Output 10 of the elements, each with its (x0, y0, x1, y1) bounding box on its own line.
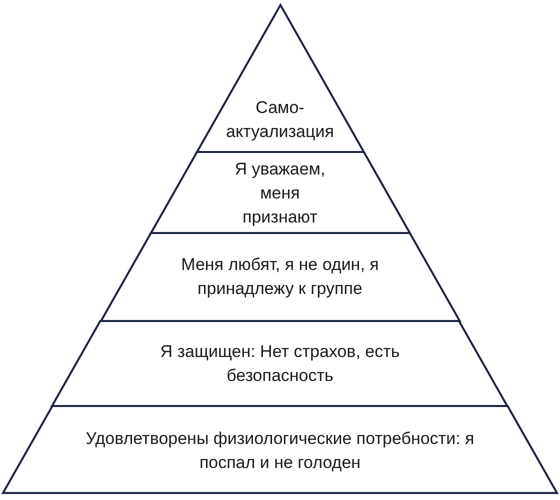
tier-text: Меня любят, я не один, я принадлежу к группе (180, 254, 380, 300)
tier-text: Я уважаем, меня признают (234, 158, 326, 228)
pyramid-tier (52, 321, 508, 406)
tier-text: Само- актуализация (225, 97, 335, 143)
pyramid-apex-tier (196, 5, 364, 152)
tier-text: Я защищен: Нет страхов, есть безопасность (159, 341, 401, 387)
pyramid-tier (100, 233, 460, 321)
pyramid-tier (150, 152, 410, 233)
tier-text: Удовлетворены физиологические потребности: я поспал и не голоден (84, 428, 476, 474)
pyramid-tier (3, 406, 557, 493)
